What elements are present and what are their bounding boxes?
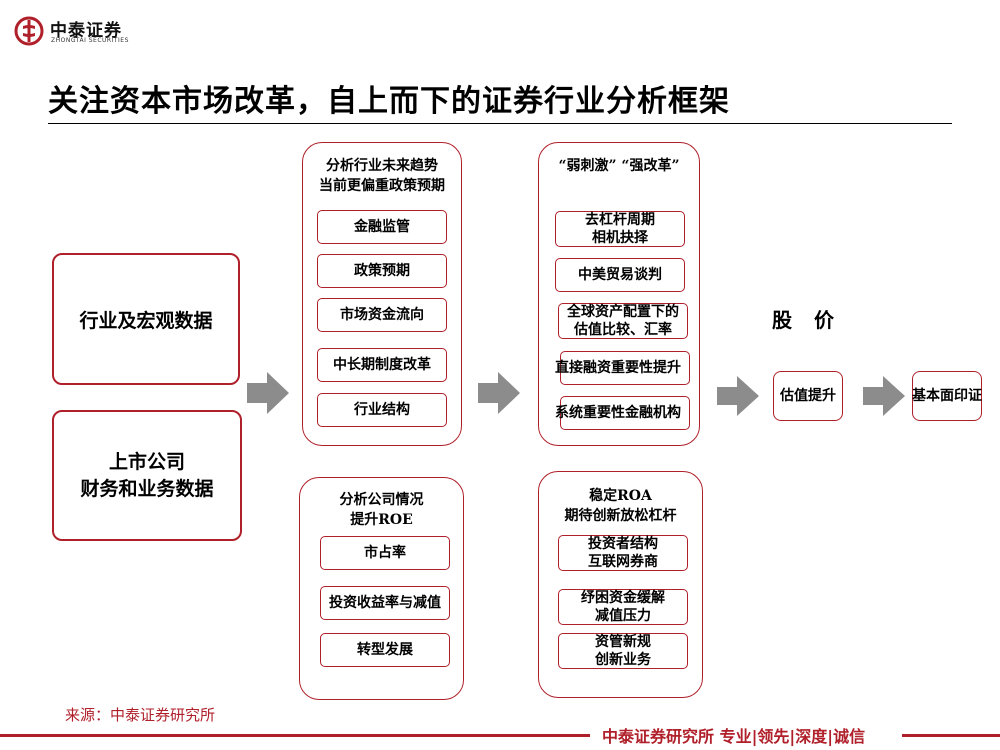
- factor-trade-negotiation: 中美贸易谈判: [555, 258, 685, 292]
- title-divider: [48, 123, 952, 124]
- factor-direct-financing: 直接融资重要性提升: [555, 351, 690, 385]
- factor-deleveraging-cycle: 去杠杆周期 相机抉择: [555, 211, 685, 247]
- arrow-right-icon: [478, 372, 520, 414]
- company-data-line1: 上市公司: [108, 450, 185, 473]
- company-data-line2: 财务和业务数据: [80, 477, 214, 500]
- footer-divider-left: [0, 734, 590, 737]
- arrow-right-icon: [247, 372, 289, 414]
- factor-systemic-institutions: 系统重要性金融机构: [555, 396, 690, 430]
- factor-transformation: 转型发展: [320, 633, 450, 667]
- industry-trend-heading: 分析行业未来趋势 当前更偏重政策预期: [319, 158, 445, 194]
- stock-price-label: 股 价: [772, 308, 835, 332]
- factor-financial-regulation: 金融监管: [317, 210, 447, 244]
- factor-global-asset-allocation: 全球资产配置下的 估值比较、汇率: [558, 303, 688, 339]
- logo-name: 中泰证券: [50, 21, 122, 41]
- factor-market-capital-flow: 市场资金流向: [317, 298, 447, 332]
- reform-panel: [538, 142, 700, 446]
- factor-market-share: 市占率: [320, 536, 450, 570]
- factor-asset-management-rules: 资管新规 创新业务: [558, 633, 688, 669]
- company-analysis-heading: 分析公司情况 提升ROE: [339, 492, 424, 528]
- page-title: 关注资本市场改革，自上而下的证券行业分析框架: [48, 84, 730, 119]
- factor-investment-return: 投资收益率与减值: [320, 586, 450, 620]
- industry-macro-data-box: 行业及宏观数据: [52, 253, 240, 385]
- factor-bailout-funds: 纾困资金缓解 减值压力: [558, 589, 688, 625]
- arrow-right-icon: [717, 376, 759, 416]
- source-note: 来源：中泰证券研究所: [65, 706, 216, 724]
- reform-heading: “弱刺激” “强改革”: [558, 158, 680, 174]
- factor-institutional-reform: 中长期制度改革: [317, 348, 447, 382]
- footer-divider-right: [902, 734, 1000, 737]
- factor-industry-structure: 行业结构: [317, 393, 447, 427]
- logo-mark-icon: [14, 16, 44, 46]
- logo: 中泰证券 ZHONGTAI SECURITIES: [14, 14, 154, 50]
- roa-heading: 稳定ROA 期待创新放松杠杆: [564, 488, 677, 524]
- valuation-rise-box: 估值提升: [773, 371, 843, 421]
- factor-investor-structure: 投资者结构 互联网券商: [558, 535, 688, 571]
- footer-slogan: 中泰证券研究所 专业|领先|深度|诚信: [602, 727, 866, 746]
- factor-policy-expectation: 政策预期: [317, 254, 447, 288]
- fundamental-confirmation-box: 基本面印证: [912, 371, 982, 421]
- company-data-box: 上市公司 财务和业务数据: [52, 410, 242, 541]
- logo-english-name: ZHONGTAI SECURITIES: [51, 37, 129, 44]
- arrow-right-icon: [863, 376, 905, 416]
